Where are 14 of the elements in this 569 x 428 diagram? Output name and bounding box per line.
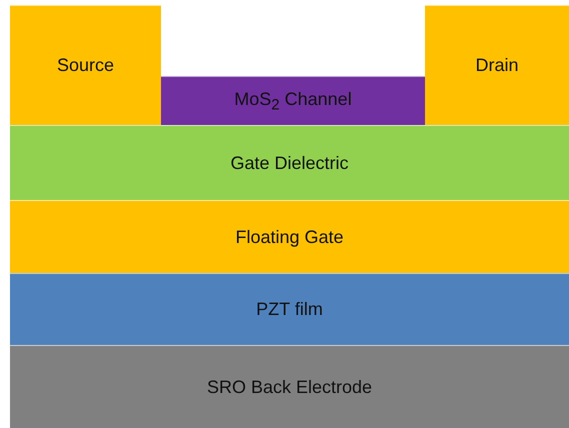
layer-label: Source xyxy=(56,55,114,76)
floating-gate-layer xyxy=(10,200,569,273)
layer-label: PZT film xyxy=(256,299,323,320)
back-electrode-layer xyxy=(10,345,569,428)
piezoelectric-film-layer xyxy=(10,273,569,345)
layer-label: Floating Gate xyxy=(235,226,344,248)
dielectric-layer xyxy=(10,125,569,200)
drain-electrode xyxy=(425,5,569,125)
layer-label: Gate Dielectric xyxy=(230,152,349,174)
source-electrode xyxy=(10,5,161,125)
layer-label: Drain xyxy=(475,55,518,76)
layer-label: SRO Back Electrode xyxy=(206,376,372,398)
channel-layer xyxy=(161,76,425,125)
layer-label: MoS$_{2}$ Channel xyxy=(234,88,352,114)
